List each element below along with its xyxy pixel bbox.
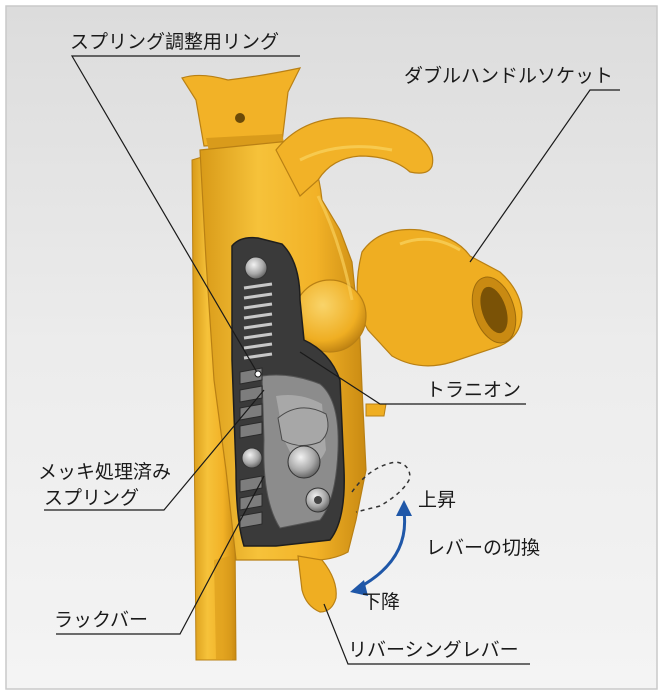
leader-lines	[44, 55, 620, 665]
label-double-handle-socket: ダブルハンドルソケット	[404, 64, 613, 87]
lever-up-outline	[351, 461, 411, 513]
label-spring-adjust-ring: スプリング調整用リング	[70, 31, 279, 53]
label-plated-spring-2: スプリング	[44, 487, 139, 509]
mechanism-window	[231, 236, 345, 547]
label-down: 下降	[362, 591, 400, 613]
label-reversing-lever: リバーシングレバー	[348, 639, 519, 661]
label-plated-spring-1: メッキ処理済み	[38, 461, 171, 483]
label-rack-bar: ラックバー	[54, 609, 148, 631]
leader-dot	[254, 370, 262, 378]
label-up: 上昇	[418, 489, 456, 511]
lever-switch-arrow	[350, 500, 412, 596]
label-lever-switch: レバーの切換	[426, 537, 540, 559]
label-trunnion: トラニオン	[426, 379, 521, 401]
